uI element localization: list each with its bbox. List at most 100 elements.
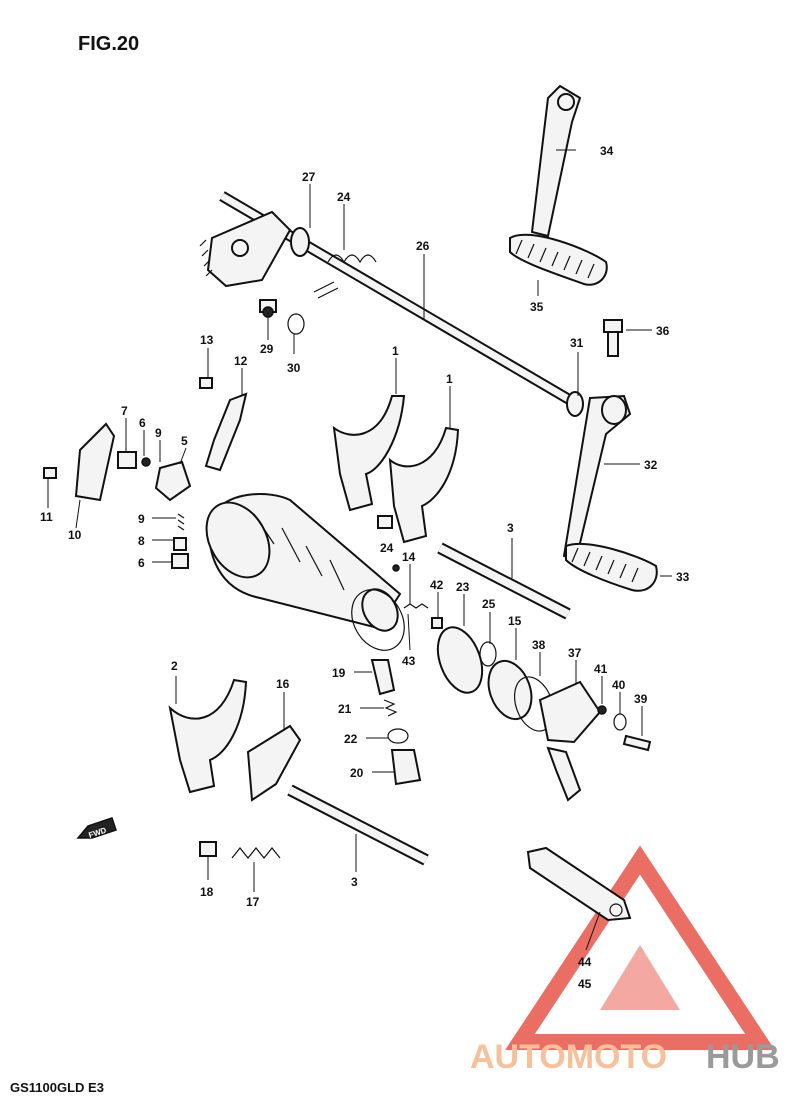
callout-8: 8	[138, 534, 145, 548]
screw-11	[43, 467, 57, 479]
callout-36: 36	[656, 324, 670, 338]
callout-27: 27	[302, 170, 316, 184]
callout-26: 26	[416, 239, 430, 253]
callout-20: 20	[350, 766, 364, 780]
callout-31: 31	[570, 336, 584, 350]
callout-24b: 24	[380, 541, 394, 555]
neutral-switch-19	[370, 659, 396, 696]
callout-41: 41	[594, 662, 608, 676]
callout-21: 21	[338, 702, 352, 716]
callout-32: 32	[644, 458, 658, 472]
circlip-14	[351, 589, 405, 651]
shift-lever-32	[562, 394, 632, 562]
callouts: 34 35 27 24 26 29 30 36 13 12 31 1 1 32 …	[40, 144, 690, 991]
callout-16: 16	[276, 677, 290, 691]
spring-21	[383, 699, 398, 717]
shift-lever-lower	[562, 394, 658, 592]
pin-24b	[392, 564, 400, 572]
model-code: GS1100GLD E3	[10, 1080, 104, 1095]
bearing-assembly	[436, 626, 555, 732]
shift-fork-1a	[332, 395, 406, 512]
callout-42: 42	[430, 578, 444, 592]
stopper-plate-12	[204, 392, 248, 472]
callout-6a: 6	[139, 416, 146, 430]
callout-14: 14	[402, 550, 416, 564]
fwd-arrow-icon: FWD	[76, 817, 117, 840]
callout-9a: 9	[155, 426, 162, 440]
pawl-6	[171, 553, 189, 569]
callout-3a: 3	[507, 521, 514, 535]
bolt-18	[199, 841, 217, 857]
shift-lever-34	[530, 84, 582, 238]
callout-11: 11	[40, 510, 53, 524]
cam-pawl-parts	[43, 422, 192, 569]
gearshift-shaft	[199, 191, 584, 417]
callout-44: 44	[578, 955, 592, 969]
watermark-text-b: HUB	[706, 1038, 780, 1076]
washer-40	[613, 713, 627, 731]
callout-15: 15	[508, 614, 522, 628]
callout-45: 45	[578, 977, 592, 991]
watermark-triangle-icon	[505, 845, 775, 1050]
callout-1b: 1	[446, 372, 453, 386]
shift-forks-1	[332, 395, 460, 544]
shift-pedal-rubber-35	[509, 233, 608, 286]
callout-5: 5	[181, 434, 188, 448]
bracket-44-45	[526, 846, 632, 922]
washer-30	[287, 313, 305, 335]
callout-35: 35	[530, 300, 544, 314]
callout-22: 22	[344, 732, 358, 746]
callout-38: 38	[532, 638, 546, 652]
bolt-36	[603, 319, 623, 357]
screw-39	[622, 734, 652, 752]
cam-guide-10	[74, 422, 116, 502]
callout-40: 40	[612, 678, 626, 692]
bearing-retainer-23	[436, 626, 484, 694]
oring-25	[479, 641, 497, 667]
callout-13: 13	[200, 333, 214, 347]
oring-22	[387, 728, 409, 744]
bolt-29	[259, 299, 277, 318]
callout-25: 25	[482, 597, 496, 611]
callout-7: 7	[121, 404, 128, 418]
shift-arm-plate	[206, 210, 292, 288]
shift-lever-upper	[509, 84, 608, 286]
callout-33: 33	[676, 570, 690, 584]
callout-3b: 3	[351, 875, 358, 889]
pin-42	[431, 617, 443, 629]
washer-41	[597, 705, 607, 715]
callout-1a: 1	[392, 344, 399, 358]
callout-43: 43	[402, 654, 416, 668]
watermark-text-a: AUTOMOTO	[470, 1038, 667, 1076]
spring-9	[177, 513, 185, 531]
bolt-13	[199, 377, 213, 389]
neutral-switch-20	[390, 749, 422, 786]
callout-18: 18	[200, 885, 214, 899]
gearshift-cam-drum	[205, 493, 405, 651]
return-spring	[327, 254, 377, 264]
pin-8	[173, 537, 187, 551]
spring-17	[231, 847, 281, 859]
callout-2: 2	[171, 659, 178, 673]
watermark-logo	[505, 845, 775, 1050]
callout-17: 17	[246, 895, 260, 909]
cam-driven-gear-5	[154, 460, 192, 502]
callout-24a: 24	[337, 190, 351, 204]
cam-plate-16	[246, 724, 302, 802]
watermark-inner-triangle-icon	[600, 945, 680, 1010]
callout-6b: 6	[138, 556, 145, 570]
callout-37: 37	[568, 646, 582, 660]
callout-23: 23	[456, 580, 470, 594]
shift-fork-2	[168, 678, 248, 794]
callout-10: 10	[68, 528, 82, 542]
callout-39: 39	[634, 692, 648, 706]
callout-34: 34	[600, 144, 614, 158]
pawl-7	[117, 451, 137, 469]
spring-43	[403, 603, 429, 609]
figure-title: FIG.20	[78, 33, 139, 55]
shaft-bushing	[290, 227, 310, 257]
callout-12: 12	[234, 354, 248, 368]
callout-29: 29	[260, 342, 274, 356]
gear-position-switch-37	[538, 680, 652, 802]
